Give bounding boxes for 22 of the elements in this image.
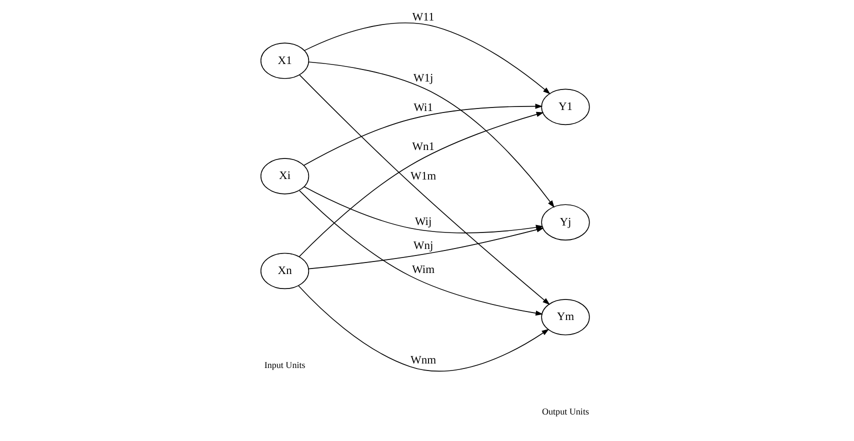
edge-label: Wnj [413, 240, 434, 252]
arrow [304, 22, 550, 94]
node-ellipse: X1 [260, 42, 310, 79]
edge-label: Wij [414, 216, 432, 228]
edge-label: W11 [412, 12, 434, 24]
node-ellipse: Y1 [541, 88, 590, 126]
node-ellipse: Xi [260, 158, 310, 194]
label: Output Units [542, 406, 589, 416]
arrow [299, 74, 550, 305]
arrow [308, 62, 555, 208]
arrow [308, 227, 544, 270]
node-ellipse: Yj [541, 204, 590, 240]
edge-label: Wim [412, 264, 435, 276]
label: Input Units [264, 360, 306, 370]
edge-label: Wi1 [414, 102, 433, 114]
edge-label: W1j [413, 72, 434, 85]
edge-label: Wn1 [412, 140, 434, 153]
edge-label: Wnm [410, 354, 436, 366]
edge-label: W1m [410, 170, 436, 183]
arrow [303, 104, 543, 166]
node-ellipse: Xn [260, 252, 310, 290]
arrow [298, 285, 550, 372]
